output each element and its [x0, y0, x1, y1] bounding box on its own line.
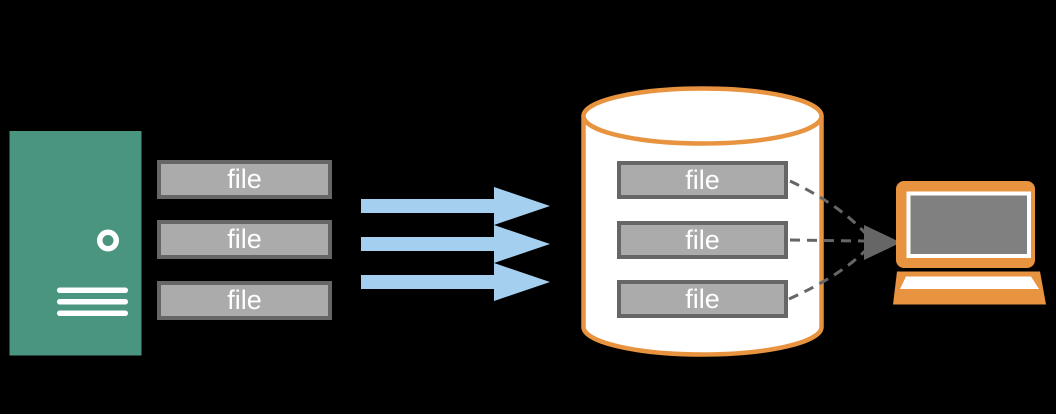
source-file-box-3: file [157, 281, 332, 320]
source-file-box-2: file [157, 220, 332, 259]
source-file-box-1: file [157, 160, 332, 199]
vent-line [57, 310, 128, 316]
vent-lines-icon [57, 287, 128, 316]
database-file-box-3: file [617, 280, 788, 318]
vent-line [57, 287, 128, 293]
server-tower-icon [9, 131, 142, 356]
power-button-icon [97, 229, 119, 252]
dashed-line-top [789, 179, 868, 236]
vent-line [57, 299, 128, 305]
laptop-keyboard [900, 276, 1039, 289]
laptop-icon [893, 181, 1046, 305]
cylinder-top [581, 86, 824, 146]
file-label: file [685, 283, 720, 314]
dashed-line-middle [789, 238, 865, 243]
transfer-arrows [361, 187, 550, 301]
laptop-screen [910, 195, 1027, 254]
file-label: file [685, 224, 720, 255]
server-body [9, 131, 142, 356]
database-file-box-1: file [617, 161, 788, 199]
blue-right-arrow-icon-1 [361, 187, 550, 225]
retrieval-arrowhead-icon [864, 225, 901, 260]
file-label: file [227, 164, 262, 194]
file-label: file [685, 164, 720, 195]
database-file-box-2: file [617, 221, 788, 259]
blue-right-arrow-icon-3 [361, 263, 550, 301]
blue-right-arrow-icon-2 [361, 225, 550, 263]
file-label: file [227, 285, 262, 315]
file-label: file [227, 224, 262, 254]
retrieval-lines [788, 179, 868, 301]
